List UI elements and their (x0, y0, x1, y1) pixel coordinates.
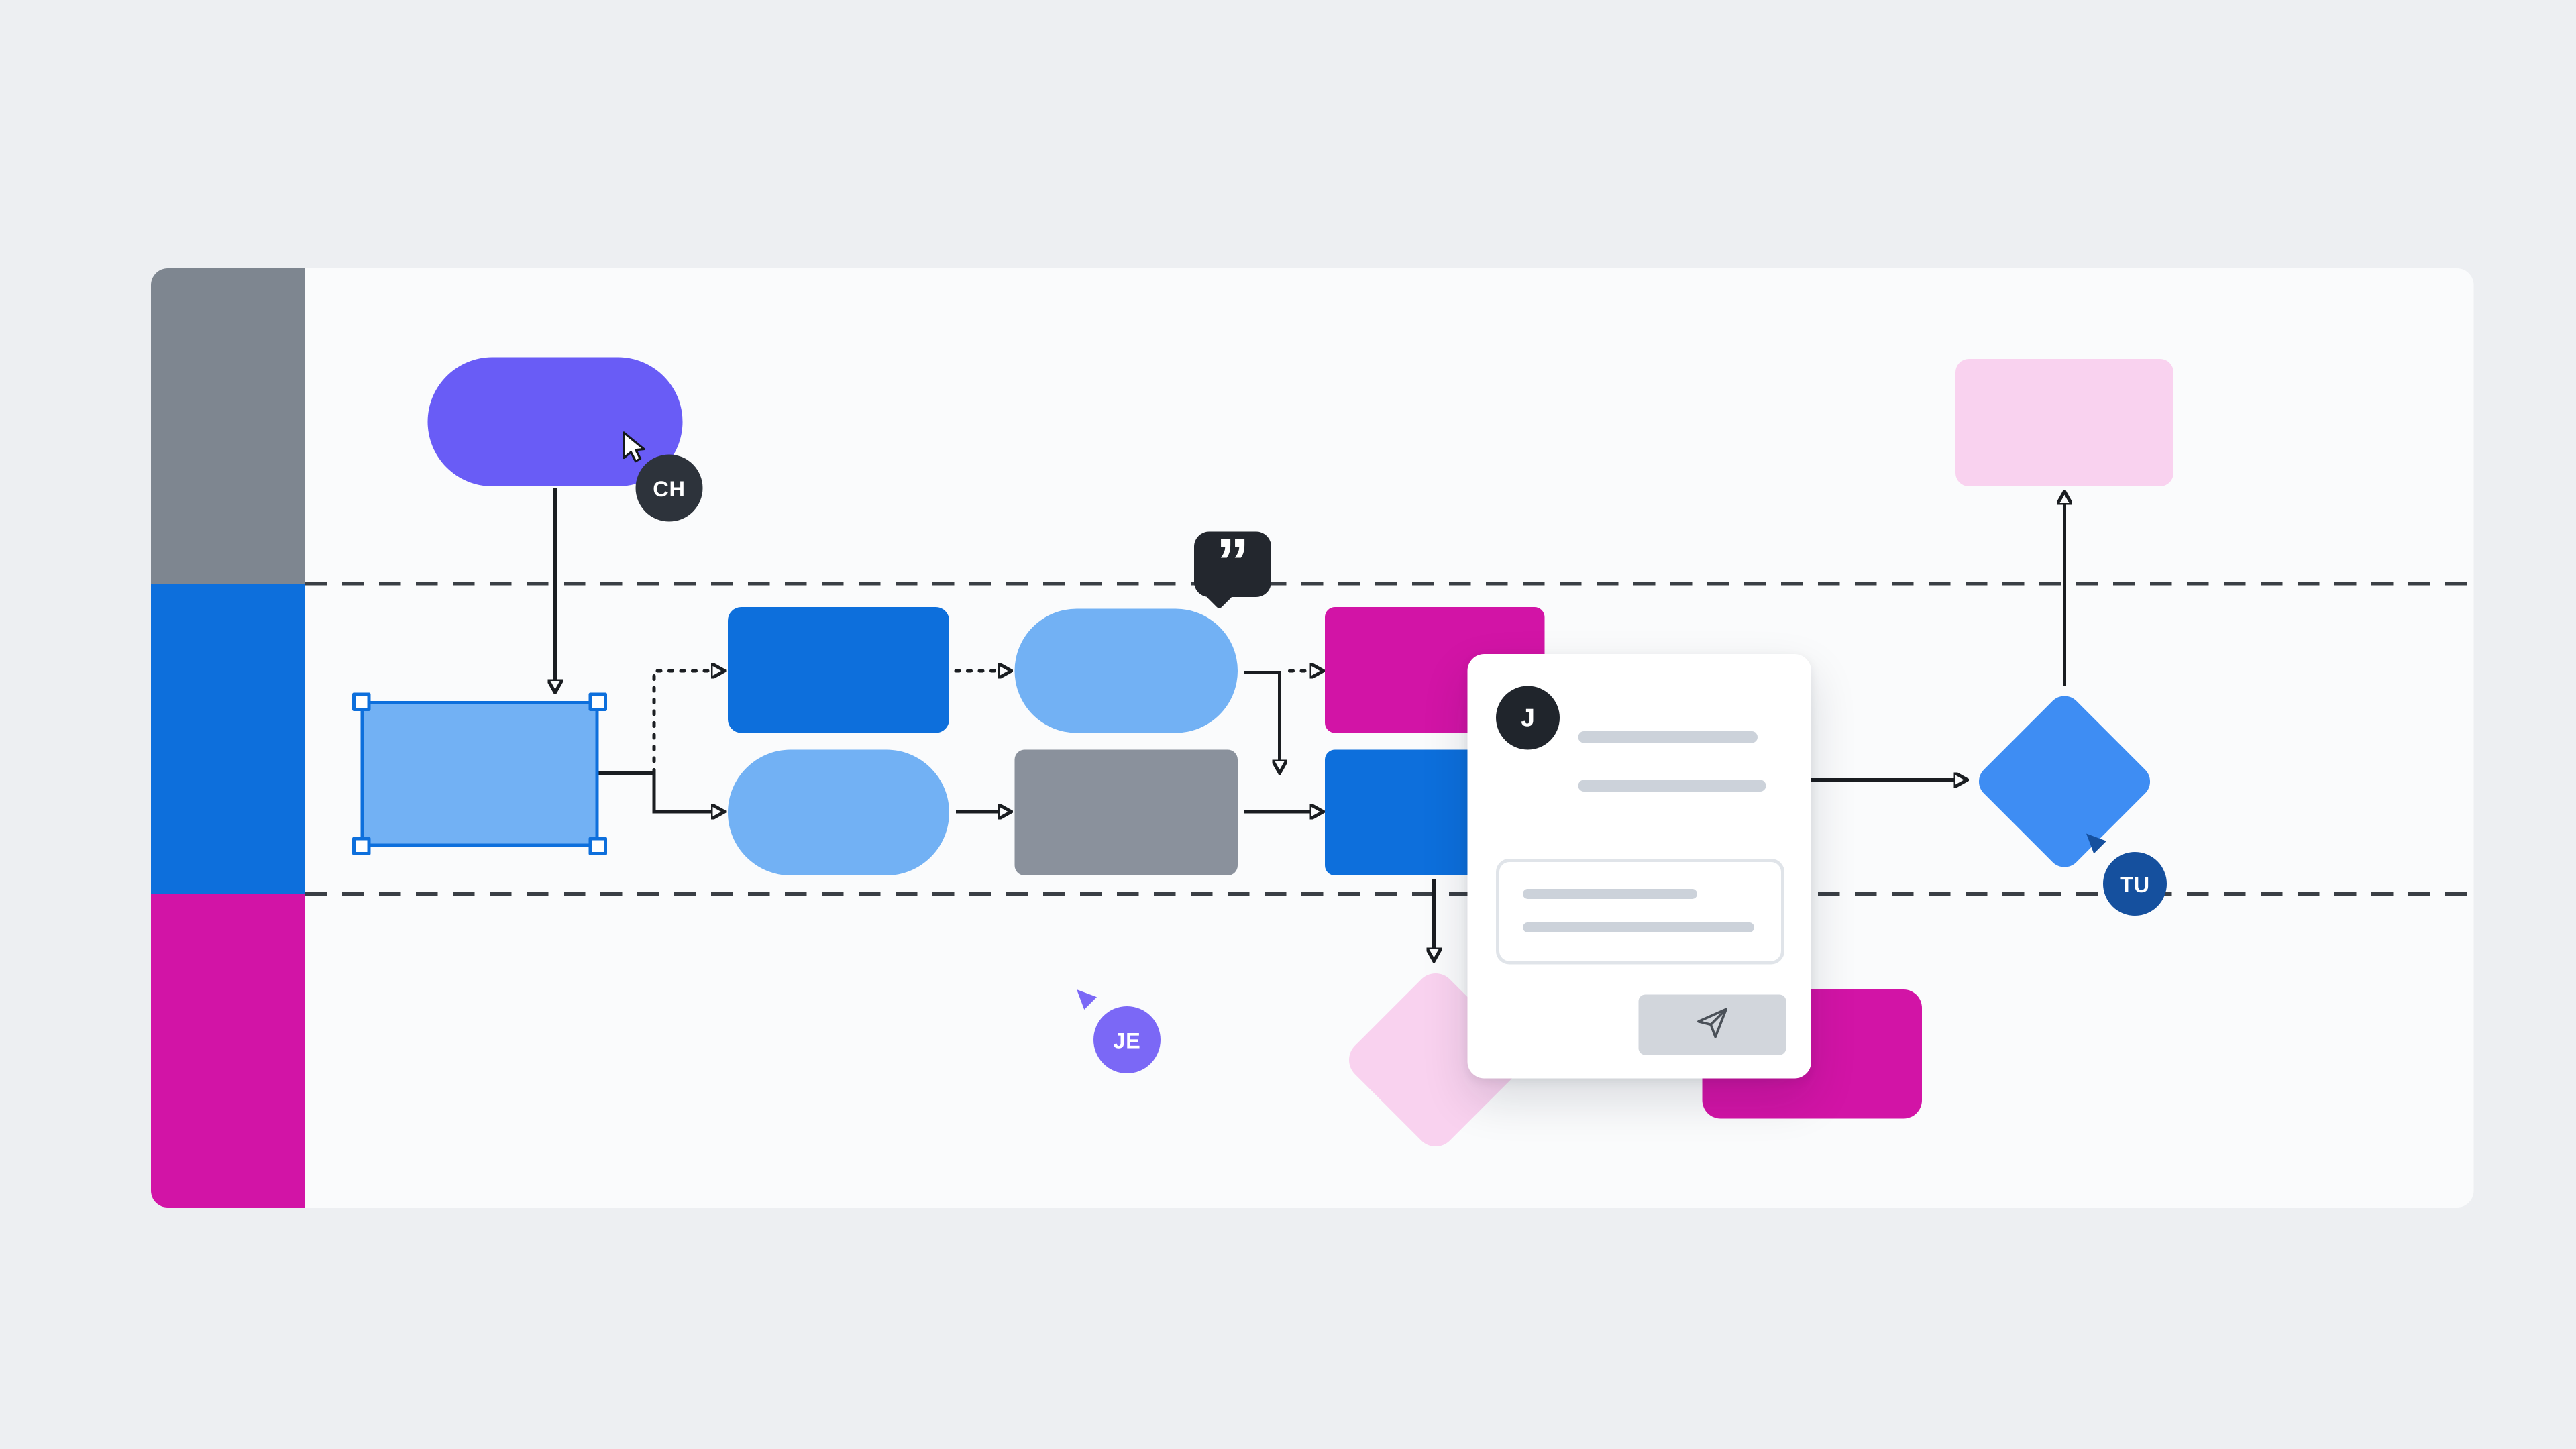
swimlane-header-top[interactable] (151, 268, 305, 584)
placeholder-text-line (1578, 731, 1758, 743)
shape-rect-pink-top[interactable] (1955, 359, 2174, 486)
quote-glyph: ” (1216, 527, 1250, 600)
placeholder-text-line (1523, 889, 1697, 899)
shape-start-pill[interactable] (427, 357, 683, 486)
shape-diamond-blue[interactable] (1972, 689, 2157, 874)
collaborator-initials: TU (2120, 871, 2150, 897)
shape-pill-light-2[interactable] (1014, 608, 1238, 733)
swimlane-sidebar (151, 268, 305, 1208)
swimlane-divider (305, 582, 2474, 586)
send-button[interactable] (1638, 994, 1786, 1055)
collaborator-initials: JE (1113, 1027, 1141, 1053)
swimlane-divider (305, 892, 2474, 896)
cursor-arrow-icon (623, 431, 645, 463)
shape-pill-light-1[interactable] (728, 749, 949, 875)
selection-handle-bottom-left[interactable] (352, 837, 371, 855)
swimlane-header-bottom[interactable] (151, 894, 305, 1208)
selection-handle-top-right[interactable] (588, 692, 607, 711)
quote-bubble-icon[interactable]: ” (1194, 527, 1271, 600)
placeholder-text-line (1578, 780, 1766, 792)
avatar: J (1496, 686, 1560, 750)
placeholder-text-line (1523, 922, 1754, 932)
selection-handle-top-left[interactable] (352, 692, 371, 711)
collaborator-badge-ch: CH (635, 454, 703, 522)
comment-input[interactable] (1496, 859, 1784, 965)
whiteboard-canvas[interactable]: ” J (151, 268, 2474, 1208)
selection-handle-bottom-right[interactable] (588, 837, 607, 855)
paper-plane-icon (1694, 1004, 1731, 1046)
collaborator-badge-je: JE (1093, 1006, 1161, 1073)
shape-process-blue-1[interactable] (728, 607, 949, 733)
avatar-initial: J (1521, 703, 1535, 733)
cursor-triangle-icon (2086, 833, 2106, 854)
shape-process-gray[interactable] (1014, 749, 1238, 875)
collaborator-initials: CH (653, 475, 686, 501)
shape-selected-rect[interactable] (352, 692, 607, 855)
cursor-triangle-icon (1077, 989, 1097, 1010)
collaborator-badge-tu: TU (2103, 852, 2167, 916)
comment-card[interactable]: J (1467, 654, 1811, 1079)
swimlane-header-middle[interactable] (151, 584, 305, 894)
